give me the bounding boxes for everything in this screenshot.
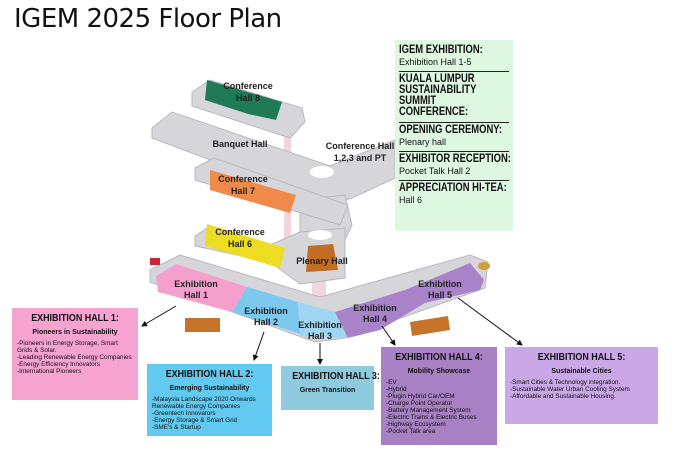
pocket-talk-block [185, 318, 220, 332]
card-heading: EXHIBITION HALL 4: [395, 351, 483, 363]
conference-hall-7[interactable] [210, 170, 296, 213]
label-exhibition-hall-4: Hall 4 [363, 314, 387, 324]
label-banquet-hall: Banquet Hall [212, 139, 267, 149]
label-conference-hall-123: 1,2,3 and PT [334, 153, 387, 163]
label-exhibition-hall-2: Exhibition [244, 306, 288, 316]
card-heading: EXHIBITION HALL 1: [31, 312, 119, 324]
pocket-talk-block [410, 316, 450, 336]
info-section: IGEM EXHIBITION:Exhibition Hall 1-5 [399, 43, 509, 72]
exhibition-hall-4-card: EXHIBITION HALL 4: Mobility Showcase -EV… [381, 347, 497, 445]
card-items: -EV-Hybrid-Plugin Hybrid Car/OEM-Charge … [386, 379, 492, 435]
info-heading: OPENING CEREMONY: [399, 124, 503, 136]
card-item: -Highway Ecosystem [386, 421, 446, 428]
conference-hall-8[interactable] [205, 80, 282, 120]
marker-icon [150, 258, 160, 265]
label-plenary-hall: Plenary Hall [296, 256, 348, 266]
card-subtitle: Sustainable Cities [551, 368, 612, 375]
info-section: OPENING CEREMONY:Plenary hall [399, 123, 509, 152]
label-conference-hall-7: Hall 7 [231, 186, 255, 196]
card-subtitle: Mobility Showcase [407, 368, 471, 375]
card-item: -Malaysia Landscape 2020 Onwards Renewab… [152, 396, 256, 410]
info-value: Hall 6 [399, 195, 423, 205]
info-heading: APPRECIATION HI-TEA: [399, 182, 507, 194]
card-subtitle: Emerging Sustainability [169, 385, 250, 392]
label-exhibition-hall-2: Hall 2 [254, 317, 278, 327]
info-value: Exhibition Hall 1-5 [399, 57, 472, 67]
card-items: -Pioneers in Energy Storage, Smart Grids… [17, 340, 133, 375]
card-item: -Battery Management System [386, 407, 471, 414]
arrow-hall-1 [141, 305, 177, 327]
card-item: -Sustainable Water Urban Cooling System [510, 386, 630, 393]
conference-hall-6[interactable] [205, 224, 285, 268]
exhibition-hall-3-card: EXHIBITION HALL 3: Green Transition [281, 366, 380, 410]
card-item: -Electric Trains & Electric Buses [386, 414, 477, 421]
exhibition-hall-1-card: EXHIBITION HALL 1: Pioneers in Sustainab… [12, 308, 138, 400]
arrow-hall-2 [252, 331, 265, 361]
label-conference-hall-6: Conference [215, 227, 265, 237]
info-section: APPRECIATION HI-TEA:Hall 6 [399, 181, 509, 209]
card-item: -Affordable and Sustainable Housing. [510, 393, 616, 400]
card-item: -Plugin Hybrid Car/OEM [386, 393, 455, 400]
card-item: -International Pioneers [17, 368, 82, 375]
marker-icon [478, 262, 490, 270]
exhibition-hall-4[interactable] [335, 290, 425, 338]
exhibition-hall-5[interactable] [405, 263, 484, 303]
exhibition-hall-3[interactable] [298, 302, 348, 338]
info-value: Pocket Talk Hall 2 [399, 166, 471, 176]
card-item: -Energy Efficiency Innovators [17, 361, 101, 368]
card-item: -Pioneers in Energy Storage, Smart Grids… [17, 340, 118, 354]
info-heading: KUALA LUMPUR SUSTAINABILITY SUMMIT CONFE… [399, 73, 477, 118]
card-item: -Charge Point Operator [386, 400, 453, 407]
label-exhibition-hall-1: Exhibition [174, 279, 218, 289]
plenary-hall[interactable] [306, 244, 338, 272]
card-item: -Pocket Talk area [386, 428, 436, 435]
card-heading: EXHIBITION HALL 2: [165, 368, 254, 380]
info-heading: EXHIBITOR RECEPTION: [399, 153, 511, 165]
info-section: KUALA LUMPUR SUSTAINABILITY SUMMIT CONFE… [399, 72, 509, 123]
card-item: -Hybrid [386, 386, 407, 393]
page-title: IGEM 2025 Floor Plan [14, 4, 282, 34]
card-item: -Greentech Innovators [152, 410, 216, 417]
card-heading: EXHIBITION HALL 3: [292, 370, 380, 382]
card-heading: EXHIBITION HALL 5: [537, 351, 626, 363]
exhibition-hall-2-card: EXHIBITION HALL 2: Emerging Sustainabili… [147, 364, 272, 436]
info-section: EXHIBITOR RECEPTION:Pocket Talk Hall 2 [399, 152, 511, 181]
label-conference-hall-7: Conference [218, 174, 268, 184]
card-item: -Energy Storage & Smart Grid [152, 417, 238, 424]
label-exhibition-hall-5: Exhibition [418, 279, 462, 289]
card-subtitle: Pioneers in Sustainability [32, 329, 118, 336]
card-item: -SME's & Startup [152, 424, 201, 431]
label-conference-hall-8: Hall 8 [236, 93, 260, 103]
info-value: Plenary hall [399, 137, 447, 147]
exhibition-hall-2[interactable] [232, 287, 300, 334]
card-items: -Smart Cities & Technology integration.-… [510, 379, 653, 400]
exhibition-hall-1[interactable] [156, 264, 247, 312]
card-item: -EV [386, 379, 397, 386]
label-exhibition-hall-4: Exhibition [353, 303, 397, 313]
event-info-panel: IGEM EXHIBITION:Exhibition Hall 1-5 KUAL… [395, 40, 513, 231]
card-items: -Malaysia Landscape 2020 Onwards Renewab… [152, 396, 267, 431]
info-heading: IGEM EXHIBITION: [399, 44, 483, 56]
card-item: -Leading Renewable Energy Companies [17, 354, 132, 361]
card-item: -Smart Cities & Technology integration. [510, 379, 621, 386]
arrow-hall-4 [381, 325, 396, 346]
label-conference-hall-123: Conference Hall [326, 141, 395, 151]
card-subtitle: Green Transition [299, 387, 356, 394]
label-exhibition-hall-3: Exhibition [298, 320, 342, 330]
label-conference-hall-6: Hall 6 [228, 239, 252, 249]
label-conference-hall-8: Conference [223, 81, 273, 91]
label-exhibition-hall-3: Hall 3 [308, 331, 332, 341]
label-exhibition-hall-5: Hall 5 [428, 290, 452, 300]
label-exhibition-hall-1: Hall 1 [184, 290, 208, 300]
arrow-hall-5 [457, 297, 523, 346]
exhibition-hall-5-card: EXHIBITION HALL 5: Sustainable Cities -S… [505, 347, 658, 424]
